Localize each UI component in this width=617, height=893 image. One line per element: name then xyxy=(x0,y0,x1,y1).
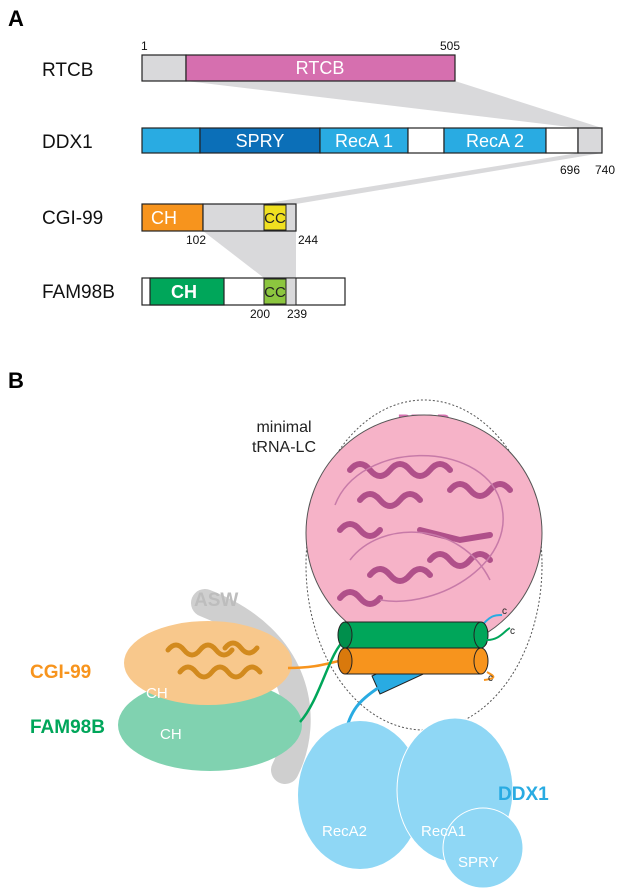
minimal-label-line1: minimal xyxy=(256,419,311,436)
rtcb-row-name: RTCB xyxy=(42,60,93,81)
rtcb-ribbon-loops xyxy=(334,454,504,602)
ddx1-reca2-ellipse xyxy=(298,721,422,869)
cgi99-fam98b-connector xyxy=(203,231,296,278)
asw-arc xyxy=(191,589,311,784)
cgi99-ch-ellipse xyxy=(124,621,292,705)
rtcb-end-number: 505 xyxy=(440,39,460,53)
ddx1-spry-text: SPRY xyxy=(458,854,499,871)
ddx1-number-696: 696 xyxy=(560,163,580,177)
cgi99-ch-text: CH xyxy=(146,685,168,702)
ddx1-cgi99-connector xyxy=(262,153,602,204)
rtcb-domain-label: RTCB xyxy=(296,58,345,78)
cgi99-cc-label: CC xyxy=(264,210,286,227)
fam98b-row-name: FAM98B xyxy=(42,282,115,303)
fam98b-label: FAM98B xyxy=(30,717,105,738)
cgi99-cc-domain xyxy=(263,204,287,231)
ddx1-reca1-text: RecA1 xyxy=(421,823,466,840)
cgi99-ch-domain xyxy=(141,203,204,232)
ddx1-reca1-domain xyxy=(319,127,409,154)
minimal-trna-lc-boundary xyxy=(305,399,543,731)
fam98b-ch-domain xyxy=(149,277,225,306)
ddx1-spry-circle xyxy=(442,807,524,889)
fam98b-ch-text: CH xyxy=(160,726,182,743)
fam98b-c-terminus-label: c xyxy=(510,626,515,637)
panel-b-letter: B xyxy=(8,368,24,393)
ddx1-label: DDX1 xyxy=(498,784,549,805)
asw-label: ASW xyxy=(194,590,238,611)
rtcb-ddx1-connector xyxy=(186,81,602,128)
ddx1-reca1-label: RecA 1 xyxy=(335,131,393,151)
cgi99-ribbon-structure xyxy=(165,640,263,680)
fam98b-c-tail xyxy=(486,627,511,641)
ddx1-reca2-text: RecA2 xyxy=(322,823,367,840)
cgi99-c-terminus-label: c xyxy=(488,673,493,684)
ddx1-n-segment xyxy=(141,127,201,154)
ddx1-row-name: DDX1 xyxy=(42,132,93,153)
fam98b-number-239: 239 xyxy=(287,307,307,321)
ddx1-number-740: 740 xyxy=(595,163,615,177)
fam98b-cc-domain xyxy=(263,278,287,305)
fam98b-helix-cylinder xyxy=(337,621,489,649)
rtcb-start-number: 1 xyxy=(141,39,148,53)
rtcb-ribbon-structure xyxy=(337,461,513,607)
ddx1-linker xyxy=(407,127,445,154)
fam98b-cc-label: CC xyxy=(264,284,286,301)
cgi99-ch-label: CH xyxy=(151,208,177,228)
fam98b-number-200: 200 xyxy=(250,307,270,321)
rtcb-domain-bar xyxy=(185,54,456,82)
cgi99-number-102: 102 xyxy=(186,233,206,247)
minimal-label-line2: tRNA-LC xyxy=(252,439,316,456)
cgi99-helix-cylinder xyxy=(337,647,489,675)
panel-a-letter: A xyxy=(8,6,24,31)
ddx1-spry-domain xyxy=(199,127,321,154)
cgi99-row-name: CGI-99 xyxy=(42,208,103,229)
cgi99-c-tail xyxy=(483,671,495,681)
ddx1-c-terminal-segment xyxy=(577,127,603,154)
cgi99-number-244: 244 xyxy=(298,233,318,247)
fam98b-ch-ellipse xyxy=(118,679,302,771)
ddx1-c-segment xyxy=(545,127,579,154)
ddx1-spry-label: SPRY xyxy=(236,131,285,151)
fam98b-ch-label: CH xyxy=(171,282,197,302)
rtcb-n-terminal-segment xyxy=(141,54,187,82)
cgi99-label: CGI-99 xyxy=(30,662,91,683)
ddx1-reca2-label: RecA 2 xyxy=(466,131,524,151)
ddx1-c-terminus-label: c xyxy=(502,606,507,617)
